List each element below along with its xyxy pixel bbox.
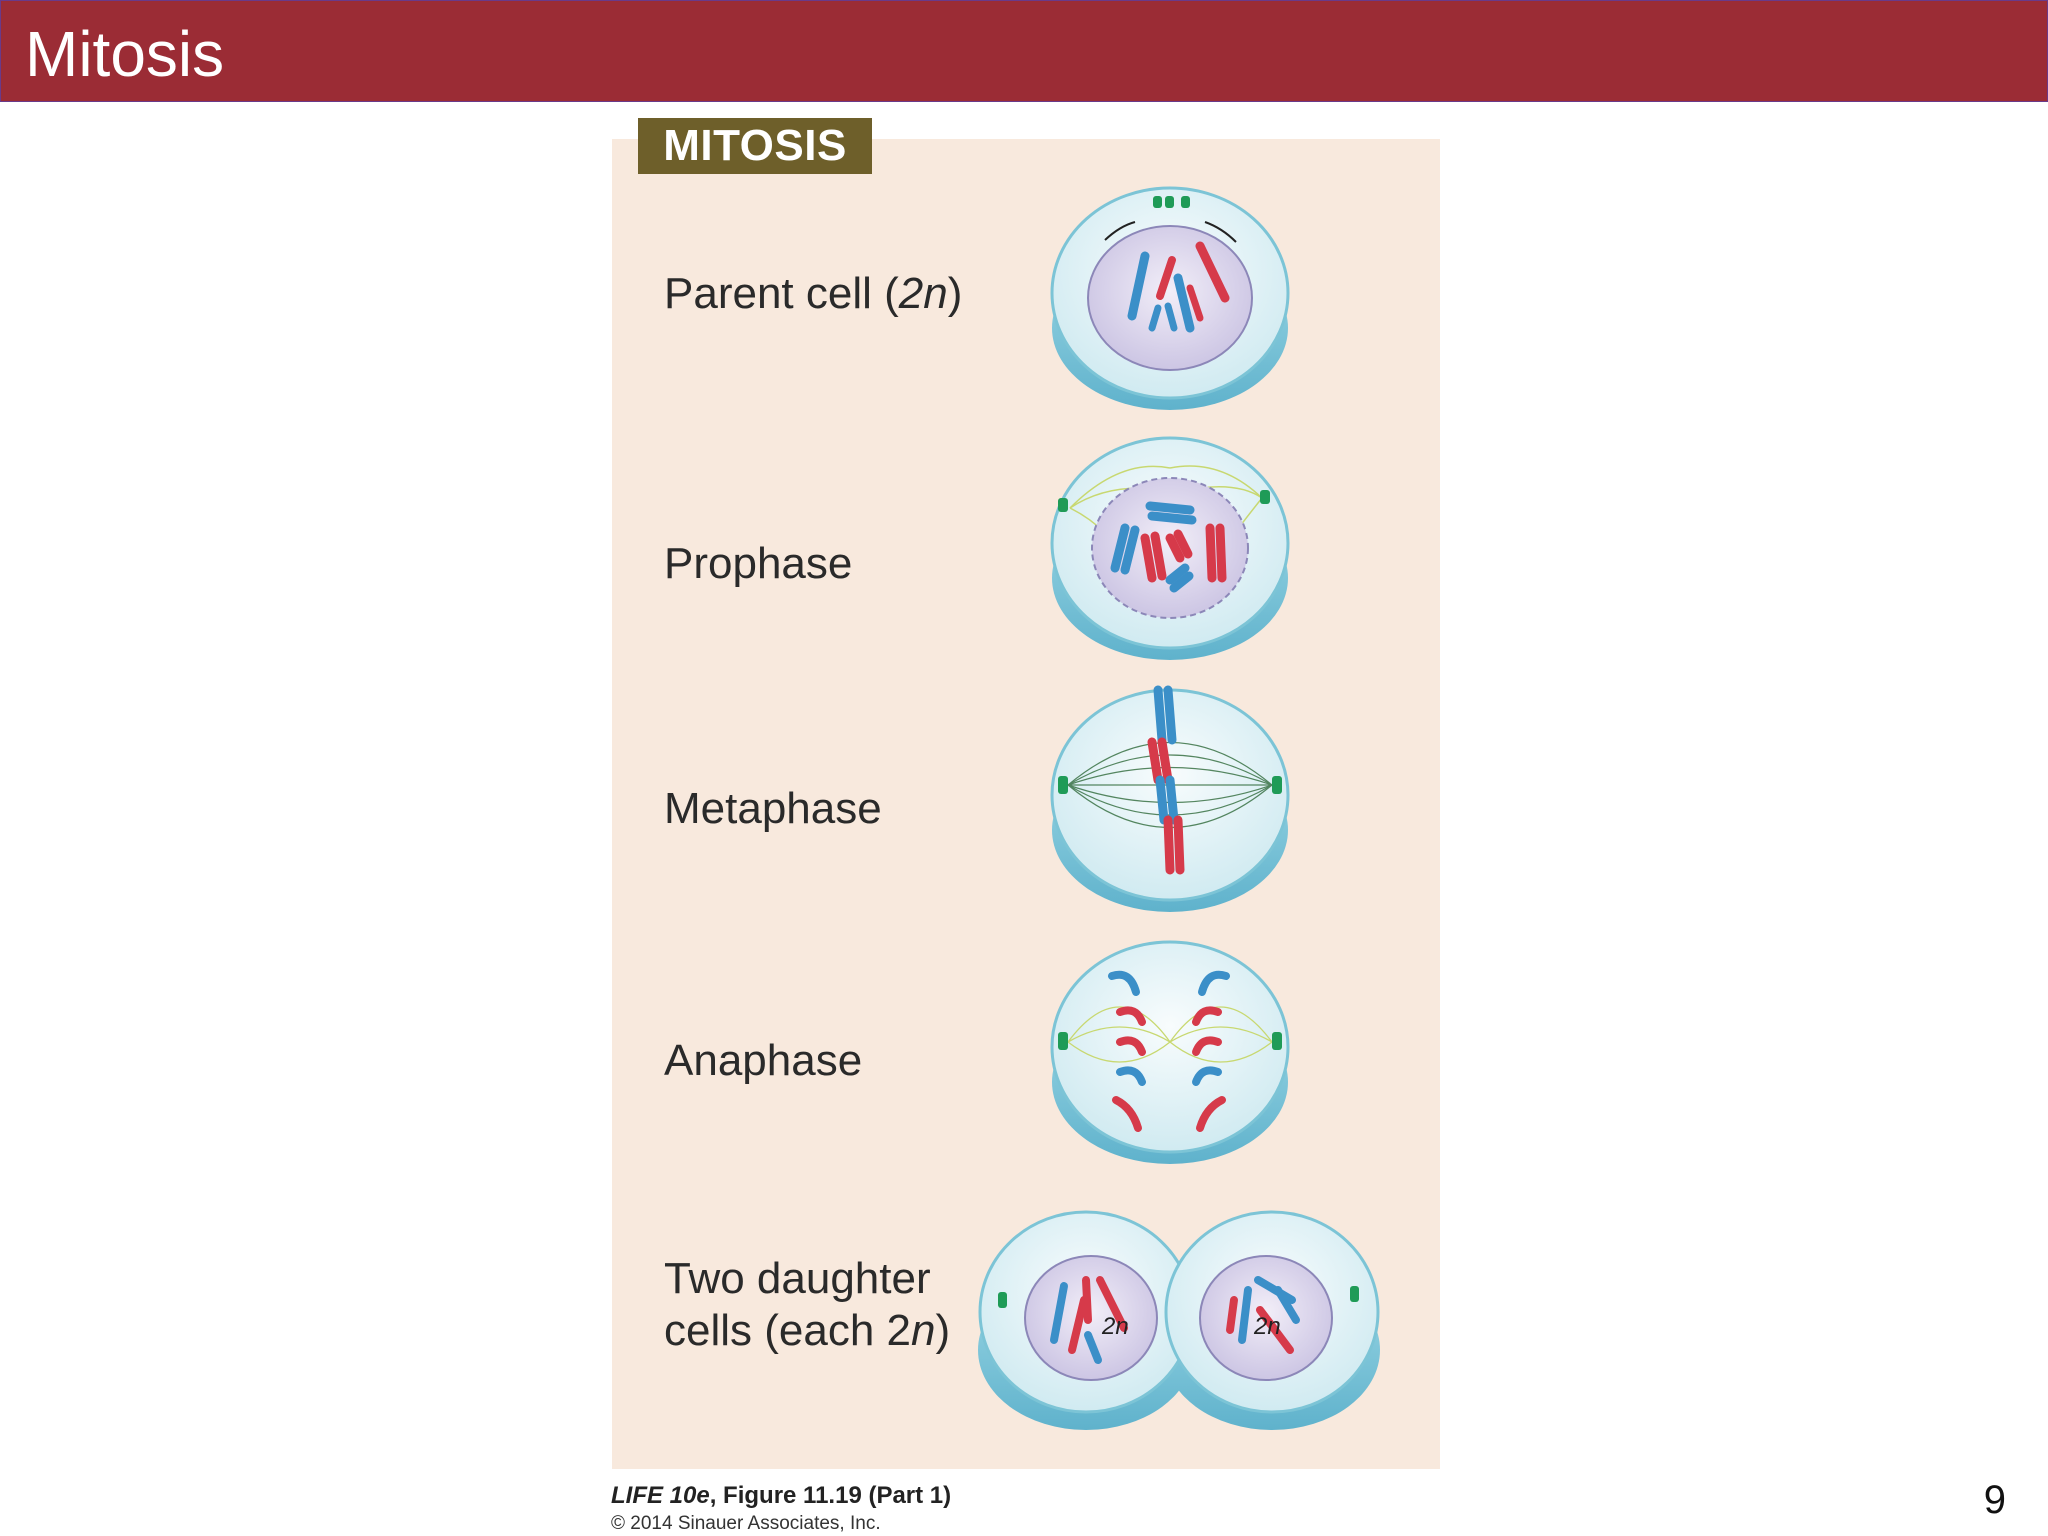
daughter-ploidy-label-right: 2n [1253,1313,1281,1340]
slide-title: Mitosis [25,18,225,90]
page-number: 9 [1983,1478,2006,1522]
daughter-cells-illustration: 2n 2n [978,1210,1380,1430]
stage-label-prophase: Prophase [664,539,853,588]
anaphase-cell-illustration [1050,940,1290,1164]
figure-caption: LIFE 10e, Figure 11.19 (Part 1) [611,1482,952,1509]
metaphase-cell-illustration [1050,685,1290,912]
title-bar: Mitosis [0,0,2048,102]
stage-label-parent-cell: Parent cell (2n) [664,269,963,318]
copyright-notice: © 2014 Sinauer Associates, Inc. [611,1513,881,1534]
prophase-cell-illustration [1050,436,1290,660]
stage-label-metaphase: Metaphase [664,784,882,833]
daughter-ploidy-label-left: 2n [1101,1313,1129,1340]
parent-cell-illustration [1050,186,1290,410]
stage-label-daughter-cells: Two daughter cells (each 2n) [664,1254,951,1355]
figure-header-tab: MITOSIS [638,118,872,174]
stage-label-anaphase: Anaphase [664,1036,863,1085]
